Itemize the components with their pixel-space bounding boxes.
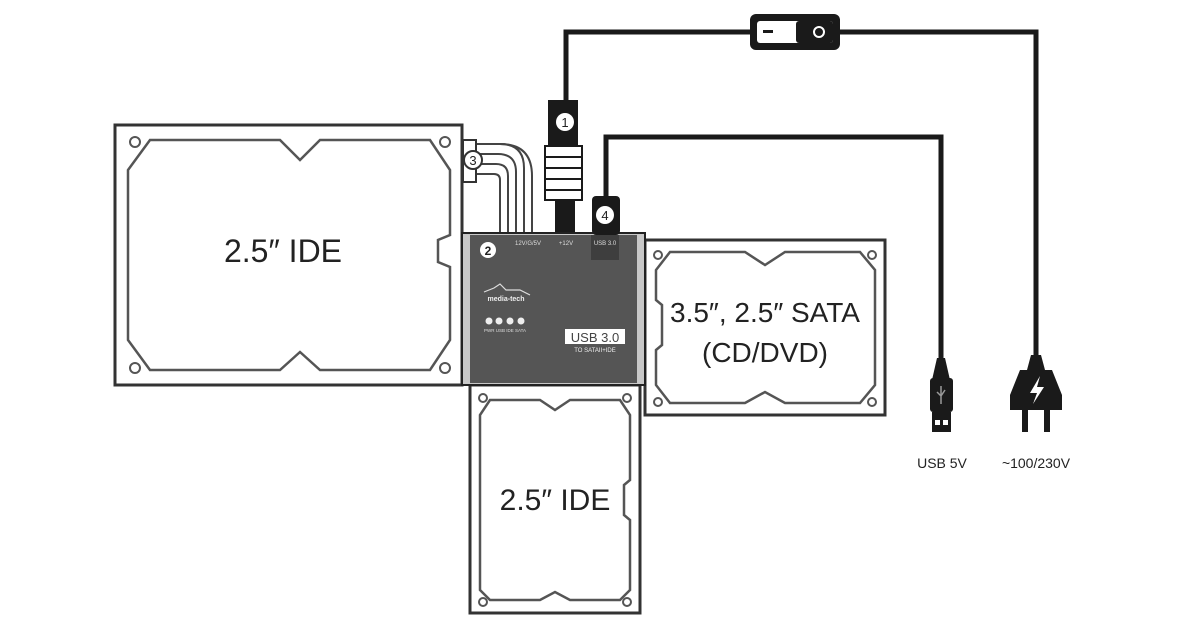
drive-left-label: 2.5″ IDE	[224, 233, 342, 269]
usb-plug-icon	[930, 358, 953, 432]
drive-bottom-ide: 2.5″ IDE	[468, 383, 642, 615]
svg-text:2: 2	[485, 244, 492, 258]
led-labels: PWR USB IDE SATA	[484, 328, 526, 333]
drive-right-label-line2: (CD/DVD)	[702, 337, 828, 368]
drive-right-label-line1: 3.5″, 2.5″ SATA	[670, 297, 860, 328]
ide-power-cable	[475, 143, 533, 233]
marker-3: 3	[463, 150, 483, 170]
brand-logo-icon	[483, 283, 531, 296]
svg-text:3: 3	[469, 153, 476, 168]
power-plug-label: ~100/230V	[1002, 455, 1071, 471]
usb-connector-4: 4	[592, 196, 620, 235]
drive-right-sata: 3.5″, 2.5″ SATA (CD/DVD)	[643, 238, 887, 417]
adapter-subtitle: TO SATAII+IDE	[574, 348, 616, 354]
drive-bottom-label: 2.5″ IDE	[500, 484, 611, 517]
svg-text:1: 1	[561, 115, 568, 130]
port-label-12v-g-5v: 12V/G/5V	[515, 241, 541, 247]
usb-cable	[603, 134, 944, 360]
brand-name: media-tech	[488, 296, 525, 303]
port-label-12v: +12V	[559, 241, 573, 247]
svg-text:4: 4	[601, 208, 608, 223]
usb-adapter: 2 12V/G/5V AMP +12V USB 3.0 media-tech P…	[461, 232, 646, 386]
power-plug-icon	[1010, 355, 1062, 432]
status-leds	[485, 317, 525, 325]
port-label-usb: USB 3.0	[594, 241, 617, 247]
power-switch-icon	[750, 14, 840, 50]
drive-left-ide: 2.5″ IDE	[113, 123, 464, 387]
adapter-title: USB 3.0	[571, 330, 619, 345]
usb-plug-label: USB 5V	[917, 455, 967, 471]
power-cable	[563, 29, 1039, 360]
power-connector-1: 1	[544, 100, 583, 233]
